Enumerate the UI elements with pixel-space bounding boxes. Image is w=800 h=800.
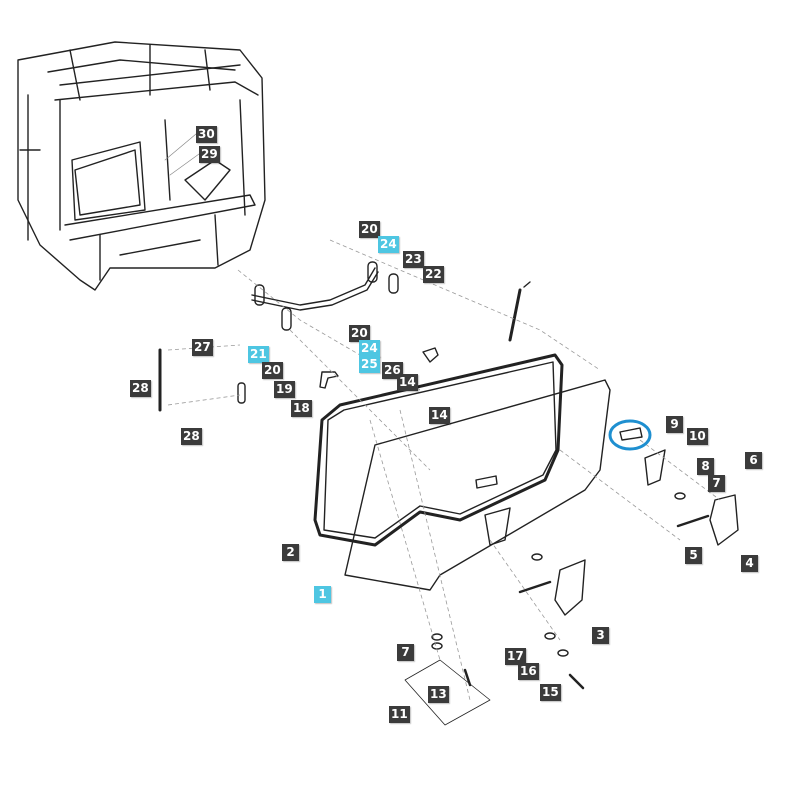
highlight-ring [608,419,652,451]
part-callout-8[interactable]: 8 [697,458,714,475]
cab-frame-illustration [17,41,266,291]
part-callout-17[interactable]: 17 [505,648,526,665]
part-callout-21[interactable]: 21 [248,346,269,363]
part-callout-24[interactable]: 24 [359,340,380,357]
part-callout-28[interactable]: 28 [130,380,151,397]
part-callout-15[interactable]: 15 [540,684,561,701]
part-callout-3[interactable]: 3 [592,627,609,644]
part-callout-1[interactable]: 1 [314,586,331,603]
part-callout-14[interactable]: 14 [429,407,450,424]
part-callout-5[interactable]: 5 [685,547,702,564]
part-callout-14[interactable]: 14 [397,374,418,391]
part-callout-2[interactable]: 2 [282,544,299,561]
part-callout-10[interactable]: 10 [687,428,708,445]
part-callout-20[interactable]: 20 [349,325,370,342]
part-callout-23[interactable]: 23 [403,251,424,268]
part-callout-18[interactable]: 18 [291,400,312,417]
part-callout-6[interactable]: 6 [745,452,762,469]
part-callout-9[interactable]: 9 [666,416,683,433]
part-callout-25[interactable]: 25 [359,356,380,373]
part-callout-13[interactable]: 13 [428,686,449,703]
part-callout-16[interactable]: 16 [518,663,539,680]
part-callout-30[interactable]: 30 [196,126,217,143]
glass-panel [344,379,611,591]
part-callout-7[interactable]: 7 [708,475,725,492]
part-callout-11[interactable]: 11 [389,706,410,723]
part-callout-28[interactable]: 28 [181,428,202,445]
part-callout-19[interactable]: 19 [274,381,295,398]
part-callout-22[interactable]: 22 [423,266,444,283]
part-callout-29[interactable]: 29 [199,146,220,163]
support-bar [251,267,376,306]
part-callout-27[interactable]: 27 [192,339,213,356]
part-callout-24[interactable]: 24 [378,236,399,253]
part-callout-7[interactable]: 7 [397,644,414,661]
part-callout-20[interactable]: 20 [262,362,283,379]
part-callout-4[interactable]: 4 [741,555,758,572]
part-callout-20[interactable]: 20 [359,221,380,238]
window-seal [313,353,564,547]
